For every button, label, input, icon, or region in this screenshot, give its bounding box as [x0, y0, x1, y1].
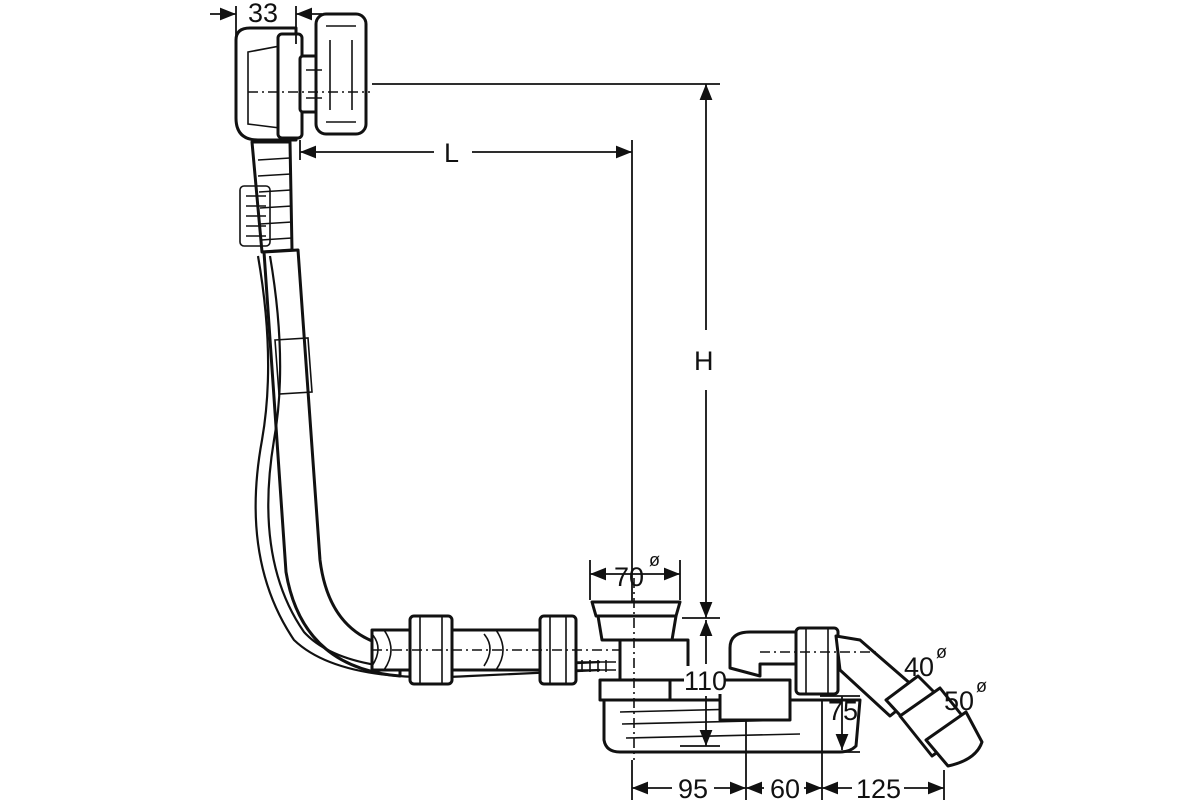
dim-label-length: L: [444, 138, 459, 168]
dim-label-70: 70: [614, 562, 644, 592]
dim-label-height: H: [694, 346, 714, 376]
dim-label-125: 125: [856, 774, 901, 800]
dim-symbol-50: ø: [976, 676, 987, 696]
dim-label-50: 50: [944, 686, 974, 716]
dim-label-40: 40: [904, 652, 934, 682]
dim-symbol-40: ø: [936, 642, 947, 662]
trap-assembly: [728, 626, 984, 768]
dim-label-95: 95: [678, 774, 708, 800]
dim-label-110: 110: [684, 666, 727, 696]
dim-label-60: 60: [770, 774, 800, 800]
dimension-labels: 33 L H 70 ø 110 75 40 ø 50 ø 95 60 125: [248, 0, 987, 800]
overflow-head: [234, 12, 368, 142]
overflow-riser: [239, 140, 601, 679]
dim-symbol-70: ø: [649, 550, 660, 570]
dimension-lines: [210, 6, 945, 800]
dim-label-75: 75: [828, 696, 858, 726]
center-lines: [248, 91, 880, 760]
dim-label-33: 33: [248, 0, 278, 28]
